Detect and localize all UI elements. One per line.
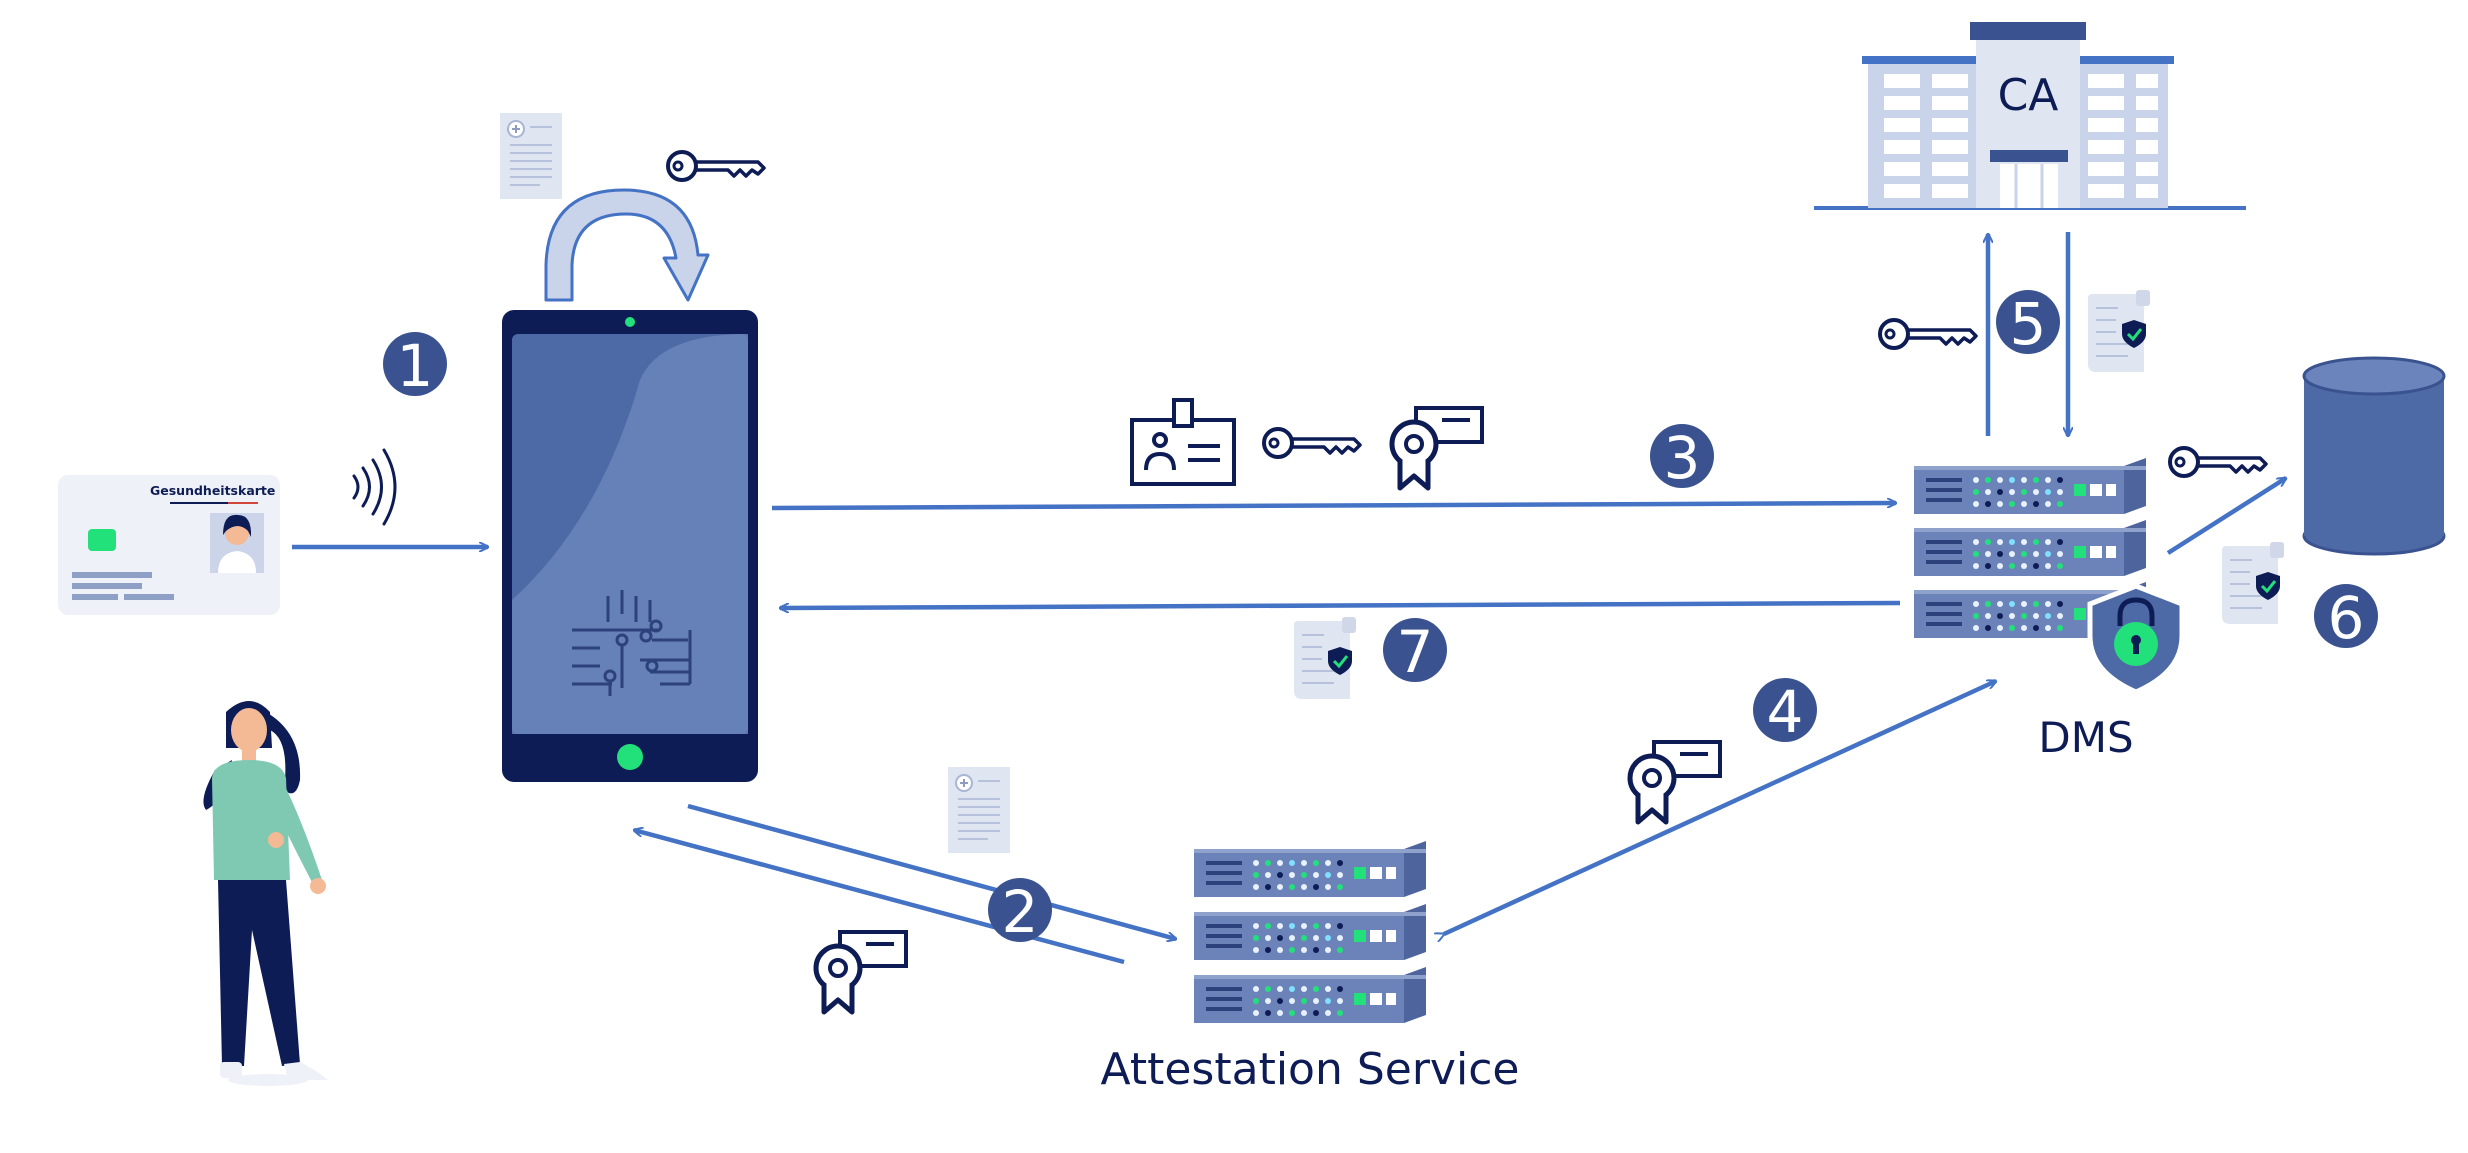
- key-icon-step3: [1262, 427, 1362, 459]
- dms-label: DMS: [2038, 713, 2133, 762]
- arrow-tablet-to-attestation: [687, 803, 1176, 939]
- person-figure: [203, 701, 328, 1086]
- certificate-icon-step4: [1630, 742, 1720, 822]
- tablet-device: [502, 310, 758, 782]
- svg-text:2: 2: [1002, 878, 1039, 946]
- key-icon-step6: [2168, 446, 2268, 478]
- chip-icon: [88, 529, 116, 551]
- step-badge-5: 5: [1996, 290, 2060, 358]
- svg-text:7: 7: [1397, 618, 1434, 686]
- step-badge-3: 3: [1650, 424, 1714, 492]
- arrow-attestation-to-tablet: [634, 830, 1125, 965]
- certificate-icon-step3: [1392, 408, 1482, 488]
- health-card: Gesundheitskarte: [58, 475, 280, 615]
- medical-document-icon-step2: [947, 766, 1011, 854]
- signed-document-icon-step7: [1292, 615, 1358, 701]
- svg-text:5: 5: [2010, 290, 2047, 358]
- svg-text:1: 1: [397, 332, 434, 400]
- ca-building: CA: [1814, 22, 2246, 210]
- step-badge-4: 4: [1753, 678, 1817, 746]
- arrow-tablet-to-dms: [771, 503, 1896, 511]
- arrow-attestation-dms: [1444, 678, 1996, 934]
- ca-label: CA: [1998, 70, 2059, 121]
- health-card-title: Gesundheitskarte: [150, 483, 275, 498]
- arrow-dms-to-database: [2166, 476, 2286, 555]
- medical-document-icon: [499, 112, 563, 200]
- circuit-icon: [572, 590, 692, 696]
- certificate-icon-step2: [816, 932, 906, 1012]
- step-badge-2: 2: [988, 878, 1052, 946]
- key-icon-step5: [1878, 318, 1978, 350]
- svg-text:4: 4: [1767, 678, 1804, 746]
- step-badge-7: 7: [1383, 618, 1447, 686]
- signed-document-icon-step5: [2086, 288, 2152, 374]
- svg-text:3: 3: [1664, 424, 1701, 492]
- step-badge-1: 1: [383, 332, 447, 400]
- arrow-dms-to-tablet: [780, 600, 1901, 608]
- lock-shield-icon: [2087, 583, 2185, 695]
- id-badge-icon: [1130, 398, 1236, 486]
- database-icon: [2302, 356, 2446, 556]
- signed-document-icon-step6: [2220, 540, 2286, 626]
- attestation-service-label: Attestation Service: [1101, 1044, 1520, 1095]
- curved-arrow-icon: [544, 188, 710, 302]
- key-icon: [666, 150, 766, 182]
- attestation-server: [1192, 839, 1428, 1025]
- step-badge-6: 6: [2314, 584, 2378, 652]
- home-button: [617, 744, 643, 770]
- nfc-waves-icon: [352, 448, 397, 526]
- svg-text:6: 6: [2328, 584, 2365, 652]
